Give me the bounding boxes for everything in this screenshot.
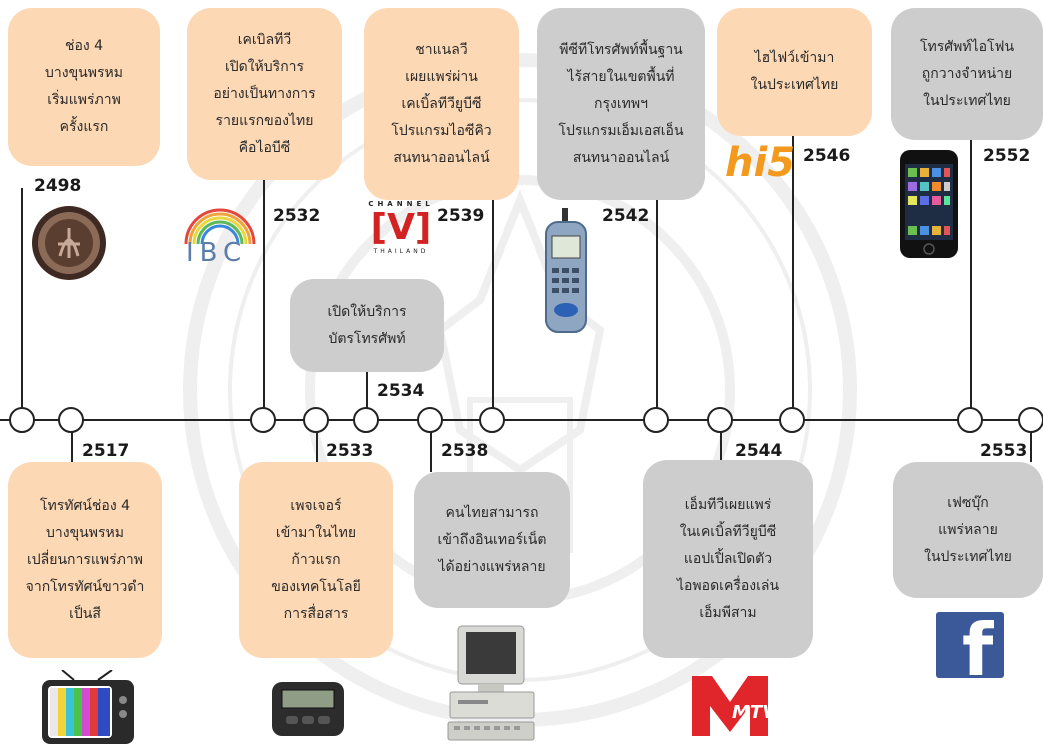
event-box-2546: ไฮไฟว์เข้ามา ในประเทศไทย <box>717 8 872 136</box>
event-box-2532: เคเบิลทีวี เปิดให้บริการ อย่างเป็นทางการ… <box>187 8 342 180</box>
year-label-2533: 2533 <box>326 441 374 461</box>
ibc-logo-icon <box>184 208 256 245</box>
year-label-2553: 2553 <box>980 441 1028 461</box>
year-label-2517: 2517 <box>82 441 130 461</box>
connector-2532 <box>263 180 265 408</box>
event-box-2552: โทรศัพท์ไอโฟน ถูกวางจำหน่าย ในประเทศไทย <box>891 8 1043 140</box>
timeline-node <box>779 407 805 433</box>
event-box-2538: คนไทยสามารถ เข้าถึงอินเทอร์เน็ต ได้อย่าง… <box>414 472 570 608</box>
facebook-icon: f <box>936 612 1004 678</box>
event-box-2542: พีซีทีโทรศัพท์พื้นฐาน ไร้สายในเขตพื้นที่… <box>537 8 705 200</box>
year-label-2539: 2539 <box>437 206 485 226</box>
year-label-2534: 2534 <box>377 381 425 401</box>
timeline-node <box>479 407 505 433</box>
ibc-logo-text: IBC <box>186 238 248 268</box>
channel-v-logo: CHANNEL [V] THAILAND <box>366 200 436 264</box>
event-box-2498: ช่อง 4 บางขุนพรหม เริ่มแพร่ภาพ ครั้งแรก <box>8 8 160 166</box>
connector-2544 <box>720 432 722 460</box>
timeline-node <box>9 407 35 433</box>
connector-2542 <box>656 200 658 408</box>
year-label-2538: 2538 <box>441 441 489 461</box>
event-box-2544: เอ็มทีวีเผยแพร่ ในเคเบิ้ลทีวียูบีซี แอปเ… <box>643 460 813 658</box>
connector-2533 <box>316 432 318 462</box>
connector-2539 <box>492 200 494 408</box>
year-label-2532: 2532 <box>273 206 321 226</box>
year-label-2544: 2544 <box>735 441 783 461</box>
event-box-2539: ชาแนลวี เผยแพร่ผ่าน เคเบิ้ลทีวียูบีซี โป… <box>364 8 519 200</box>
timeline-node <box>303 407 329 433</box>
channel-v-top-text: CHANNEL <box>368 200 434 208</box>
channel-v-text: [V] <box>370 207 432 248</box>
year-label-2498: 2498 <box>34 176 82 196</box>
pager-icon <box>272 682 344 736</box>
connector-2552 <box>970 140 972 408</box>
coin-icon <box>32 206 106 280</box>
year-label-2542: 2542 <box>602 206 650 226</box>
connector-2538 <box>430 432 432 472</box>
channel-v-bottom-text: THAILAND <box>373 248 429 255</box>
event-box-2517: โทรทัศน์ช่อง 4 บางขุนพรหม เปลี่ยนการแพร่… <box>8 462 162 658</box>
timeline-axis <box>0 419 1043 421</box>
timeline-node <box>643 407 669 433</box>
timeline-node <box>250 407 276 433</box>
event-box-2534: เปิดให้บริการ บัตรโทรศัพท์ <box>290 279 444 372</box>
pct-phone-icon <box>545 208 587 333</box>
facebook-f-letter: f <box>962 612 994 678</box>
mtv-logo-text: MTV <box>732 702 777 723</box>
connector-2546 <box>792 136 794 408</box>
desktop-computer-icon <box>447 625 535 741</box>
year-label-2546: 2546 <box>803 146 851 166</box>
timeline-node <box>58 407 84 433</box>
hi5-logo: hi5 <box>725 140 796 186</box>
connector-2534 <box>366 372 368 408</box>
timeline-node <box>957 407 983 433</box>
connector-2498 <box>21 188 23 408</box>
connector-2517 <box>71 432 73 462</box>
connector-2553 <box>1030 432 1032 462</box>
color-tv-icon <box>42 670 134 744</box>
timeline-node <box>707 407 733 433</box>
timeline-node <box>353 407 379 433</box>
event-box-2533: เพจเจอร์ เข้ามาในไทย ก้าวแรก ของเทคโนโลย… <box>239 462 393 658</box>
timeline-node <box>1018 407 1043 433</box>
mtv-logo-icon <box>692 676 768 736</box>
timeline-node <box>417 407 443 433</box>
event-box-2553: เฟซบุ๊ก แพร่หลาย ในประเทศไทย <box>893 462 1043 598</box>
iphone-icon <box>900 150 958 258</box>
year-label-2552: 2552 <box>983 146 1031 166</box>
